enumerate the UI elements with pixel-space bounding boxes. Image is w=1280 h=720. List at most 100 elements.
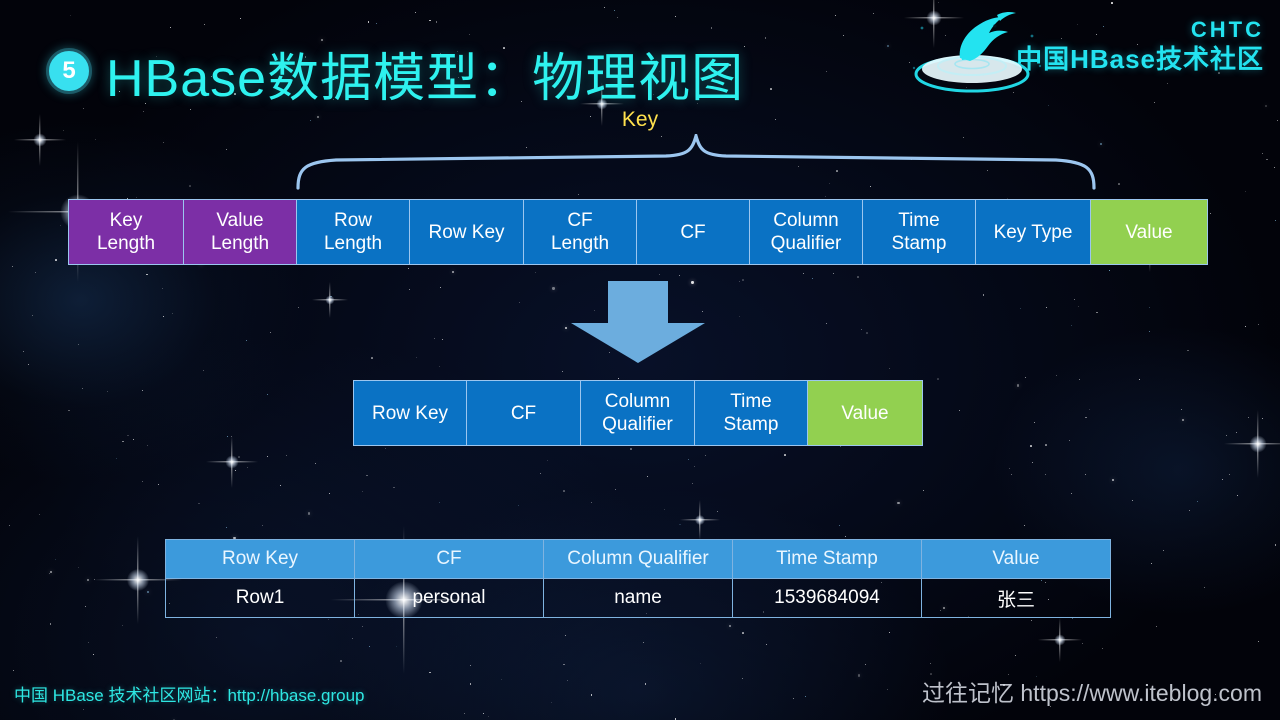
- star: [866, 332, 868, 334]
- star: [434, 337, 435, 339]
- brand-logo: CHTC 中国HBase技术社区: [882, 4, 1272, 104]
- star: [1014, 654, 1016, 656]
- star: [1139, 379, 1141, 381]
- star: [93, 578, 96, 581]
- star: [435, 21, 438, 23]
- star: [115, 458, 117, 460]
- star: [146, 273, 148, 276]
- star: [330, 295, 332, 298]
- star: [86, 578, 89, 582]
- kv-cell-row-key: Row Key: [354, 381, 467, 445]
- down-arrow-icon: [568, 281, 708, 363]
- table-cell: Row1: [165, 578, 355, 618]
- star: [27, 363, 29, 365]
- star: [107, 390, 109, 392]
- star: [285, 454, 287, 456]
- star: [464, 713, 466, 715]
- star: [1111, 478, 1115, 481]
- star: [414, 11, 416, 13]
- star: [923, 489, 925, 491]
- kv-cell-key-type: Key Type: [976, 200, 1091, 264]
- star: [1089, 409, 1091, 411]
- star: [1008, 468, 1010, 470]
- star: [888, 631, 890, 633]
- star: [835, 14, 837, 16]
- star-flare: [1224, 410, 1280, 478]
- star: [958, 409, 960, 411]
- star: [340, 660, 342, 662]
- brand-name-en: CHTC: [1190, 17, 1264, 42]
- star: [133, 439, 135, 441]
- star: [234, 469, 236, 471]
- kv-cell-value: Value: [808, 381, 922, 445]
- watermark-text: 过往记忆 https://www.iteblog.com: [922, 680, 1262, 706]
- star: [717, 511, 718, 513]
- star: [1204, 586, 1206, 588]
- star: [1045, 474, 1046, 476]
- star: [563, 490, 565, 492]
- star: [1109, 269, 1111, 271]
- star: [442, 339, 444, 341]
- star: [845, 536, 847, 537]
- star: [897, 501, 900, 505]
- star: [1069, 439, 1071, 441]
- star: [1236, 494, 1238, 496]
- footer-site-link[interactable]: 中国 HBase 技术社区网站：http://hbase.group: [14, 686, 365, 705]
- star: [203, 370, 204, 372]
- star: [663, 508, 666, 511]
- star: [85, 606, 86, 608]
- star: [630, 448, 632, 450]
- star: [70, 15, 71, 17]
- star: [1187, 349, 1189, 352]
- star: [163, 142, 165, 144]
- star: [429, 671, 431, 674]
- star: [566, 679, 568, 681]
- star: [488, 716, 490, 718]
- star: [416, 356, 418, 358]
- star: [226, 435, 228, 437]
- kv-cell-column-qualifier: Column Qualifier: [581, 381, 695, 445]
- star: [1070, 324, 1072, 326]
- star: [1096, 311, 1098, 314]
- star: [825, 322, 828, 325]
- star: [127, 434, 129, 437]
- star: [371, 357, 373, 359]
- star: [1030, 445, 1032, 447]
- star: [744, 45, 746, 47]
- star: [122, 624, 123, 626]
- star: [1156, 625, 1158, 627]
- star: [617, 378, 619, 379]
- star: [35, 272, 37, 274]
- star: [688, 458, 690, 460]
- star: [157, 483, 159, 485]
- star: [1070, 493, 1072, 494]
- star: [1180, 408, 1182, 410]
- star: [23, 350, 24, 352]
- star: [1258, 323, 1260, 325]
- kv-cell-column-qualifier: Column Qualifier: [750, 200, 863, 264]
- star: [395, 646, 397, 648]
- star: [691, 483, 693, 485]
- star: [1024, 376, 1026, 378]
- kv-cell-cf: CF: [467, 381, 581, 445]
- dolphin-on-disc-icon: [900, 6, 1050, 102]
- table-column-header: CF: [354, 539, 544, 579]
- star: [742, 279, 744, 281]
- star: [501, 679, 502, 680]
- kv-cell-value: Value: [1091, 200, 1207, 264]
- star: [552, 287, 555, 290]
- star: [710, 27, 713, 29]
- star: [1071, 618, 1073, 620]
- star: [741, 677, 743, 679]
- star: [577, 194, 579, 195]
- star: [12, 669, 14, 671]
- star: [1078, 305, 1080, 307]
- star: [48, 573, 50, 575]
- star: [982, 294, 985, 296]
- star: [1045, 306, 1047, 308]
- star: [937, 378, 939, 380]
- star: [833, 273, 835, 275]
- star: [1197, 500, 1199, 502]
